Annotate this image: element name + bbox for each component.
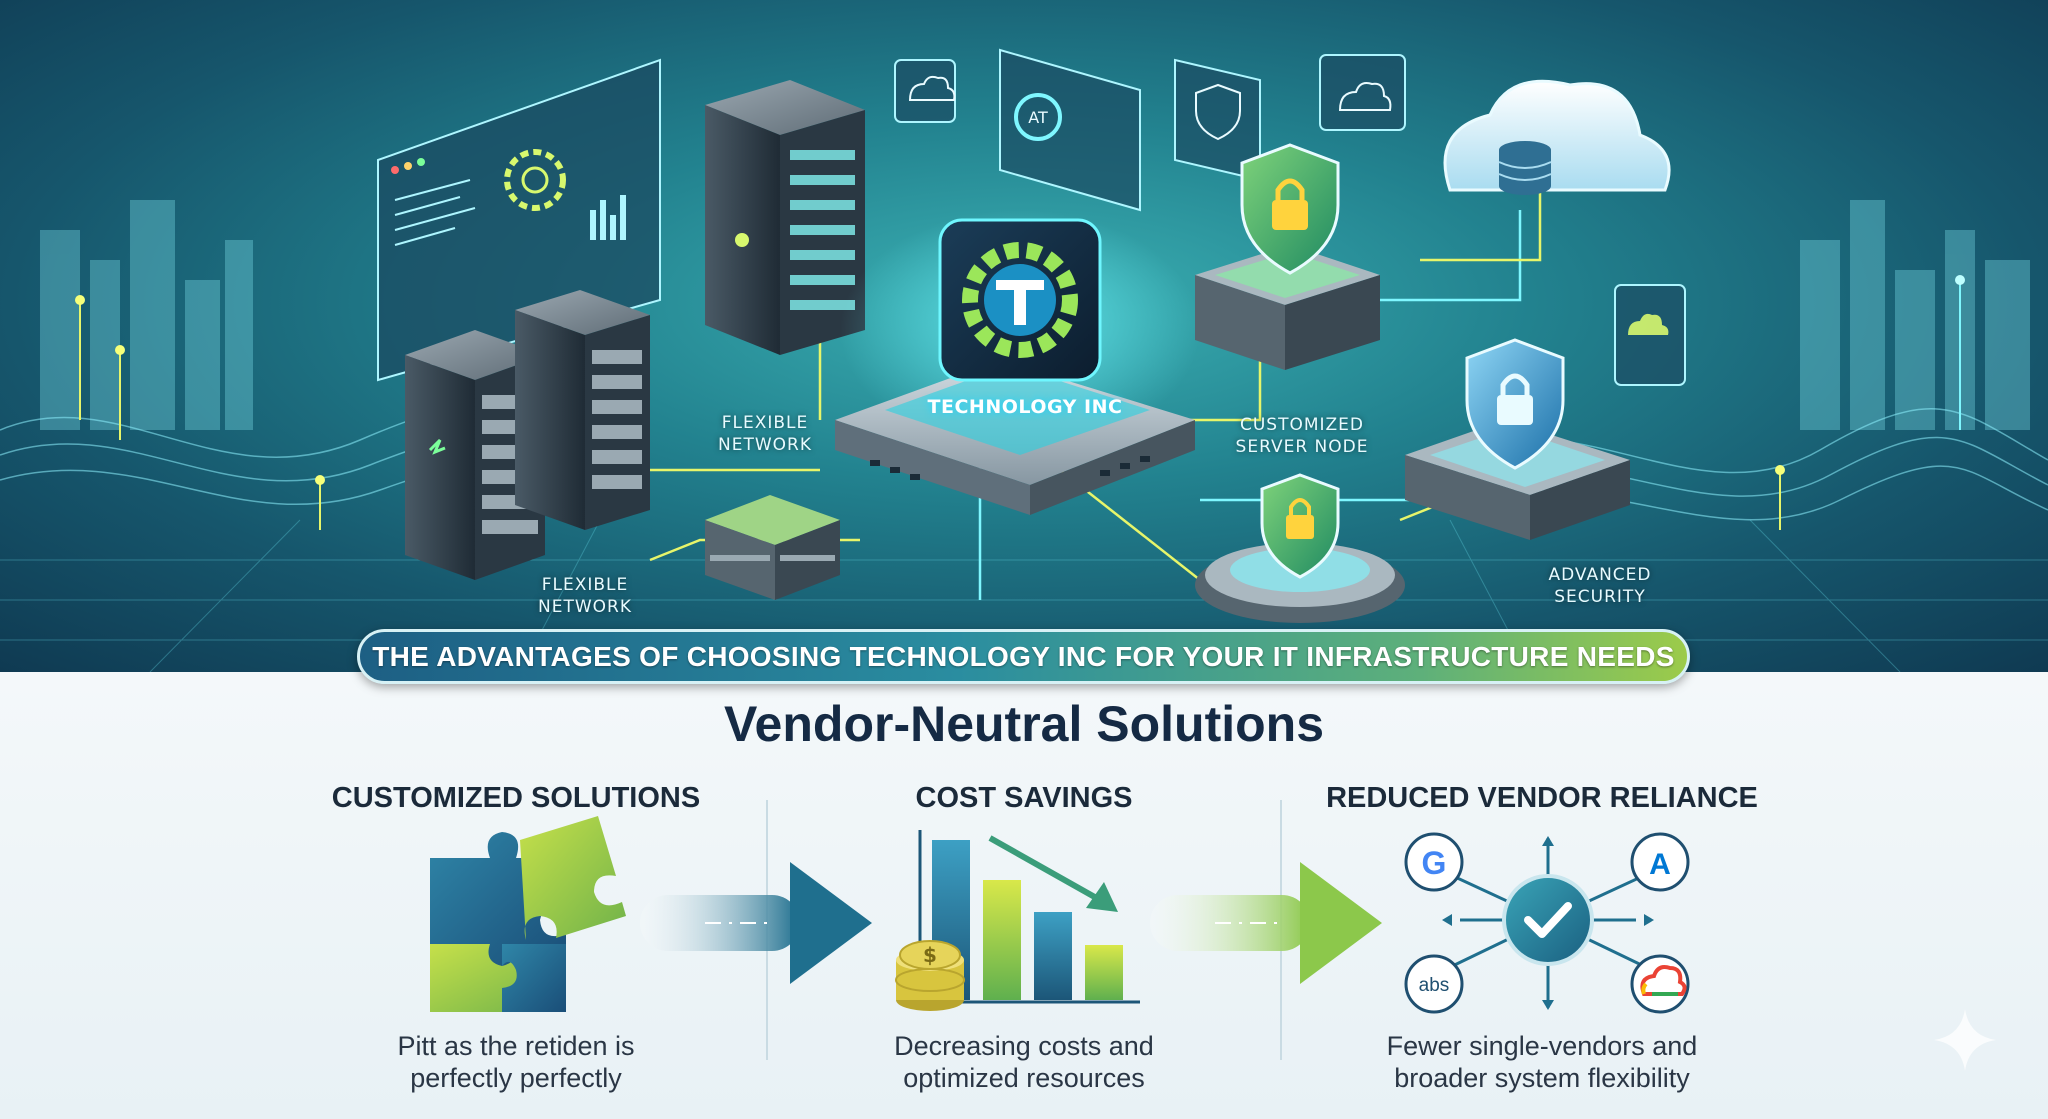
caption-reduced-vendor-reliance: Fewer single-vendors and broader system … [1386, 1031, 1698, 1093]
coin-stack-icon: $ [895, 940, 965, 1011]
arrow-right-icon [1150, 862, 1382, 984]
caption-cost-savings: Decreasing costs and optimized resources [894, 1031, 1154, 1093]
caption-customized-solutions: Pitt as the retiden is perfectly perfect… [397, 1031, 635, 1093]
shield-lock-icon [1405, 338, 1630, 540]
lower-section [0, 672, 2048, 1119]
hero-illustration: AT [0, 0, 2048, 672]
cloud-database-icon [1443, 79, 1671, 195]
heading-cost-savings: COST SAVINGS [915, 782, 1133, 814]
section-title: Vendor-Neutral Solutions [723, 696, 1325, 752]
gear-logo-icon [938, 218, 1102, 382]
banner-text: THE ADVANTAGES OF CHOOSING TECHNOLOGY IN… [372, 640, 1675, 672]
sparkle-icon [1934, 1009, 1996, 1071]
infrastructure-scene: AT [0, 48, 2048, 672]
arrow-right-icon [640, 862, 872, 984]
puzzle-icon [430, 816, 626, 1012]
checkmark-hub-icon [1439, 836, 1657, 1010]
skyline [40, 200, 2030, 430]
vendor-badge-azure: A [1630, 832, 1690, 892]
label-advanced-security: ADVANCED SECURITY [1548, 565, 1652, 607]
vendor-badge-cloud [1630, 954, 1690, 1014]
server-stack-icon [705, 495, 840, 600]
svg-text:$: $ [923, 943, 937, 967]
heading-customized-solutions: CUSTOMIZED SOLUTIONS [331, 782, 701, 814]
server-rack-icon [705, 80, 865, 355]
label-flexible-network-top: FLEXIBLE NETWORK [718, 413, 812, 455]
shield-lock-icon [1195, 473, 1405, 623]
server-rack-icon [405, 290, 650, 580]
svg-text:abs: abs [1419, 975, 1450, 996]
svg-text:G: G [1422, 845, 1447, 881]
vendor-badge-abs: abs [1404, 954, 1464, 1014]
lower-illustrations: $ G A abs [430, 816, 1690, 1014]
floating-panels: AT [894, 48, 1686, 386]
signal-poles [75, 275, 1965, 530]
svg-text:AT: AT [1028, 108, 1048, 127]
svg-text:A: A [1649, 848, 1671, 881]
logo-label: TECHNOLOGY INC [927, 396, 1123, 418]
label-customized-server-node: CUSTOMIZED SERVER NODE [1235, 415, 1369, 457]
label-flexible-network-bottom: FLEXIBLE NETWORK [538, 575, 632, 617]
title-banner: THE ADVANTAGES OF CHOOSING TECHNOLOGY IN… [357, 629, 1690, 684]
heading-reduced-vendor-reliance: REDUCED VENDOR RELIANCE [1326, 782, 1758, 814]
vendor-badge-google: G [1404, 832, 1464, 892]
shield-lock-icon [1195, 143, 1380, 370]
